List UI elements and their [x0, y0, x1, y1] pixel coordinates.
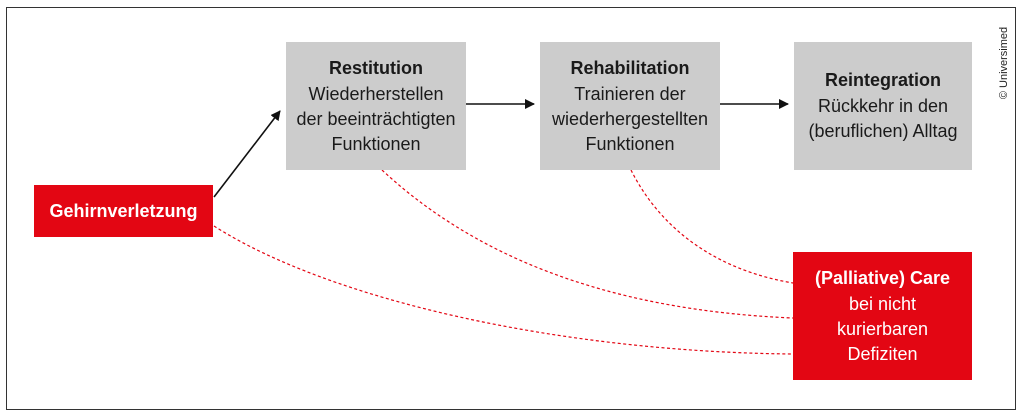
rehabilitation-title: Rehabilitation: [570, 57, 690, 78]
palliative-care-node: (Palliative) Care bei nicht kurierbaren …: [793, 252, 972, 380]
copyright-notice: © Universimed: [998, 26, 1010, 100]
restitution-node: Restitution Wiederherstellen der beeintr…: [286, 42, 466, 170]
brain-injury-node: Gehirnverletzung: [34, 185, 213, 237]
palliative-care-text-line-2: kurierbaren: [836, 318, 929, 339]
rehabilitation-text-line-3: Funktionen: [585, 133, 675, 154]
reintegration-node: Reintegration Rückkehr in den (beruflich…: [794, 42, 972, 170]
rehabilitation-text-line-1: Trainieren der: [574, 83, 686, 104]
dashed-connector-restitution-to-care: [381, 169, 794, 319]
rehabilitation-node: Rehabilitation Trainieren der wiederherg…: [540, 42, 720, 170]
restitution-text-line-3: Funktionen: [331, 133, 421, 154]
restitution-title: Restitution: [329, 57, 423, 78]
palliative-care-text-line-3: Defiziten: [847, 343, 918, 364]
reintegration-text-line-1: Rückkehr in den: [817, 96, 949, 116]
rehabilitation-text-line-2: wiederhergestellten: [551, 108, 709, 129]
arrow-injury-to-restitution: [213, 110, 281, 198]
palliative-care-title: (Palliative) Care: [814, 267, 951, 288]
dashed-connector-injury-to-care: [213, 225, 794, 355]
dashed-connector-rehabilitation-to-care: [630, 169, 794, 284]
restitution-text-line-2: der beeinträchtigten: [296, 108, 456, 129]
reintegration-title: Reintegration: [824, 70, 941, 90]
palliative-care-text-line-1: bei nicht: [848, 293, 917, 314]
restitution-text-line-1: Wiederherstellen: [308, 83, 444, 104]
reintegration-text-line-2: (beruflichen) Alltag: [808, 121, 958, 141]
brain-injury-title: Gehirnverletzung: [49, 200, 198, 221]
